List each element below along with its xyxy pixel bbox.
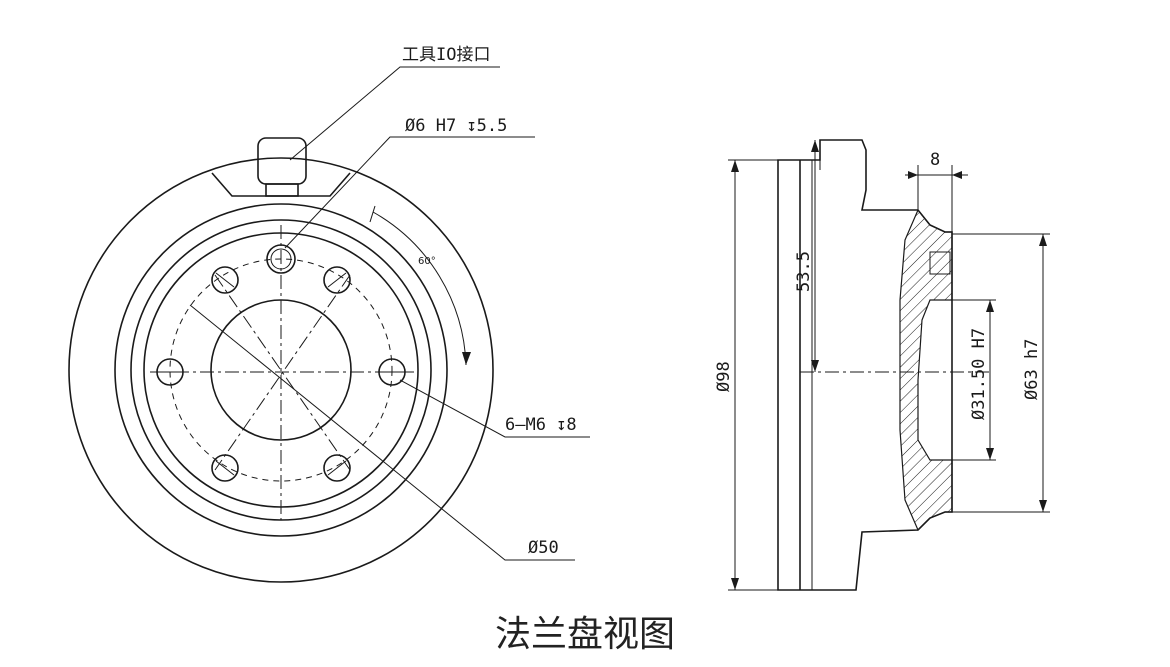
dia98-label: Ø98 [714, 361, 734, 392]
pin-leader [284, 136, 535, 249]
height-label: 53.5 [794, 251, 814, 292]
bore-label: Ø50 [528, 538, 559, 558]
depth-label: 8 [930, 150, 940, 170]
diag-centerline-2 [214, 274, 351, 471]
bore-dim-label: Ø31.50 H7 [969, 328, 989, 420]
angle-label: 60° [418, 256, 436, 267]
outer-rim-circle [68, 157, 494, 583]
flange-circle [114, 203, 448, 537]
bolt-hole [323, 266, 351, 294]
io-leader [289, 66, 500, 161]
bolt-hole [211, 266, 239, 294]
thread-label: 6–M6 ↧8 [505, 415, 577, 435]
front-view: 工具IO接口 Ø6 H7 ↧5.5 60° 6–M6 ↧8 Ø50 [68, 45, 590, 583]
spigot-label: Ø63 h7 [1022, 339, 1042, 400]
io-connector [257, 137, 307, 197]
io-slot [929, 251, 951, 275]
figure-caption: 法兰盘视图 [494, 614, 675, 655]
io-label: 工具IO接口 [402, 45, 490, 65]
bolt-holes [156, 244, 406, 482]
bolt-hole [323, 454, 351, 482]
bore-leader [189, 304, 575, 561]
thread-leader [399, 379, 590, 438]
angle-arc [372, 211, 467, 366]
side-view: Ø98 53.5 8 Ø31.50 H7 Ø63 h7 [714, 139, 1050, 591]
pin-hole-label: Ø6 H7 ↧5.5 [405, 116, 507, 136]
section-hatch [899, 208, 953, 532]
